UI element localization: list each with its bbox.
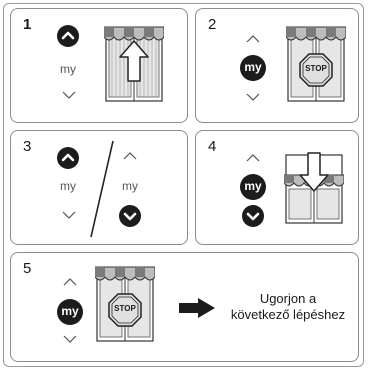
my-button[interactable]: my (240, 174, 266, 200)
next-step-caption: Ugorjon a következő lépéshez (223, 291, 353, 323)
chevron-up-icon (246, 35, 260, 43)
my-button[interactable]: my (240, 55, 266, 81)
awning-icon (95, 266, 155, 342)
stop-sign-icon (299, 53, 333, 87)
step-3-panel: 3 my my (10, 130, 188, 245)
step-number: 2 (208, 16, 217, 33)
divider-slash (90, 140, 114, 238)
my-label: my (60, 179, 76, 193)
step-4-panel: 4 my (195, 130, 359, 245)
step-number: 5 (23, 260, 32, 277)
step-number: 3 (23, 138, 32, 155)
chevron-up-icon (246, 154, 260, 162)
up-button-icon[interactable] (57, 25, 79, 47)
down-button-icon[interactable] (242, 205, 264, 227)
my-label: my (122, 179, 138, 193)
stop-sign-icon (108, 293, 142, 327)
step-number: 1 (23, 16, 32, 33)
step-2-panel: 2 my STOP (195, 8, 359, 123)
step-number: 4 (208, 138, 217, 155)
chevron-down-icon (62, 211, 76, 219)
chevron-up-icon (63, 278, 77, 286)
chevron-down-icon (62, 91, 76, 99)
down-button-icon[interactable] (119, 205, 141, 227)
caption-line-2: következő lépéshez (230, 307, 346, 322)
instruction-frame (3, 3, 364, 367)
my-button[interactable]: my (57, 299, 83, 325)
chevron-up-icon (123, 152, 137, 160)
stop-label: STOP (305, 64, 327, 73)
step-1-panel: 1 my (10, 8, 188, 123)
step-5-panel: 5 my STOP Ugorjon a következő lépéshez (10, 252, 359, 362)
chevron-down-icon (246, 93, 260, 101)
up-button-icon[interactable] (57, 147, 79, 169)
awning-icon (284, 152, 344, 224)
caption-line-1: Ugorjon a (259, 291, 317, 306)
stop-label: STOP (114, 304, 136, 313)
awning-icon (104, 26, 164, 102)
chevron-down-icon (63, 335, 77, 343)
right-arrow-icon (179, 298, 215, 318)
my-label: my (60, 62, 76, 76)
